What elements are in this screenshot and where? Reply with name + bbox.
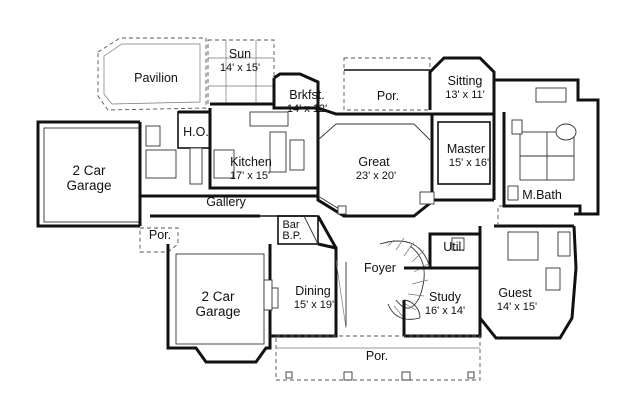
- label-great-dims: 23' x 20': [356, 170, 396, 182]
- master-suite: [430, 78, 600, 216]
- label-kitchen-dims: 17' x 15': [230, 170, 270, 182]
- label-great: Great: [358, 155, 390, 169]
- breakfast-area: [272, 72, 320, 110]
- label-study: Study: [429, 290, 462, 304]
- label-por-bottom: Por.: [366, 349, 388, 363]
- room-labels: Pavilion Sun 14' x 15' Brkfst. 14' x 12'…: [66, 47, 561, 363]
- label-sitting-dims: 13' x 11': [445, 89, 484, 101]
- label-kitchen: Kitchen: [230, 155, 272, 169]
- bar-area: [277, 215, 319, 245]
- label-por-left: Por.: [149, 228, 171, 242]
- label-garage-bottom: 2 Car: [201, 289, 235, 304]
- label-por-top: Por.: [377, 89, 399, 103]
- kitchen-area: [177, 108, 318, 190]
- label-mbath: M.Bath: [522, 188, 562, 202]
- label-bar: Bar: [282, 219, 299, 231]
- great-room: [316, 106, 435, 218]
- porch-bottom-area: [275, 335, 481, 381]
- label-study-dims: 16' x 14': [425, 305, 465, 317]
- label-pavilion: Pavilion: [134, 71, 178, 85]
- label-gallery: Gallery: [206, 195, 246, 209]
- label-dining: Dining: [295, 284, 330, 298]
- guest-area: [478, 205, 578, 340]
- porch-top-area: [343, 57, 431, 111]
- foyer-area: [316, 215, 431, 326]
- label-guest: Guest: [498, 286, 532, 300]
- label-foyer: Foyer: [364, 261, 396, 275]
- garage-top-area: [36, 120, 177, 228]
- label-bp: B.P.: [282, 230, 301, 242]
- label-master: Master: [447, 142, 485, 156]
- label-sun-dims: 14' x 15': [220, 62, 260, 74]
- label-master-dims: 15' x 16': [449, 157, 489, 169]
- label-sitting: Sitting: [448, 74, 483, 88]
- label-garage-top: 2 Car: [72, 163, 106, 178]
- label-guest-dims: 14' x 15': [497, 301, 537, 313]
- label-util: Util.: [443, 240, 465, 254]
- sitting-area: [428, 56, 496, 110]
- label-ho: H.O.: [183, 125, 209, 139]
- label-sun: Sun: [229, 47, 251, 61]
- master-bath: [502, 87, 582, 216]
- label-dining-dims: 15' x 19': [294, 299, 334, 311]
- label-garage-bottom-2: Garage: [195, 304, 240, 319]
- pavilion-area: [97, 37, 207, 111]
- porch-left-area: [139, 227, 179, 253]
- label-garage-top-2: Garage: [66, 178, 111, 193]
- label-brkfst-dims: 14' x 12': [287, 103, 327, 115]
- sun-room-area: [207, 39, 275, 106]
- label-brkfst: Brkfst.: [289, 88, 324, 102]
